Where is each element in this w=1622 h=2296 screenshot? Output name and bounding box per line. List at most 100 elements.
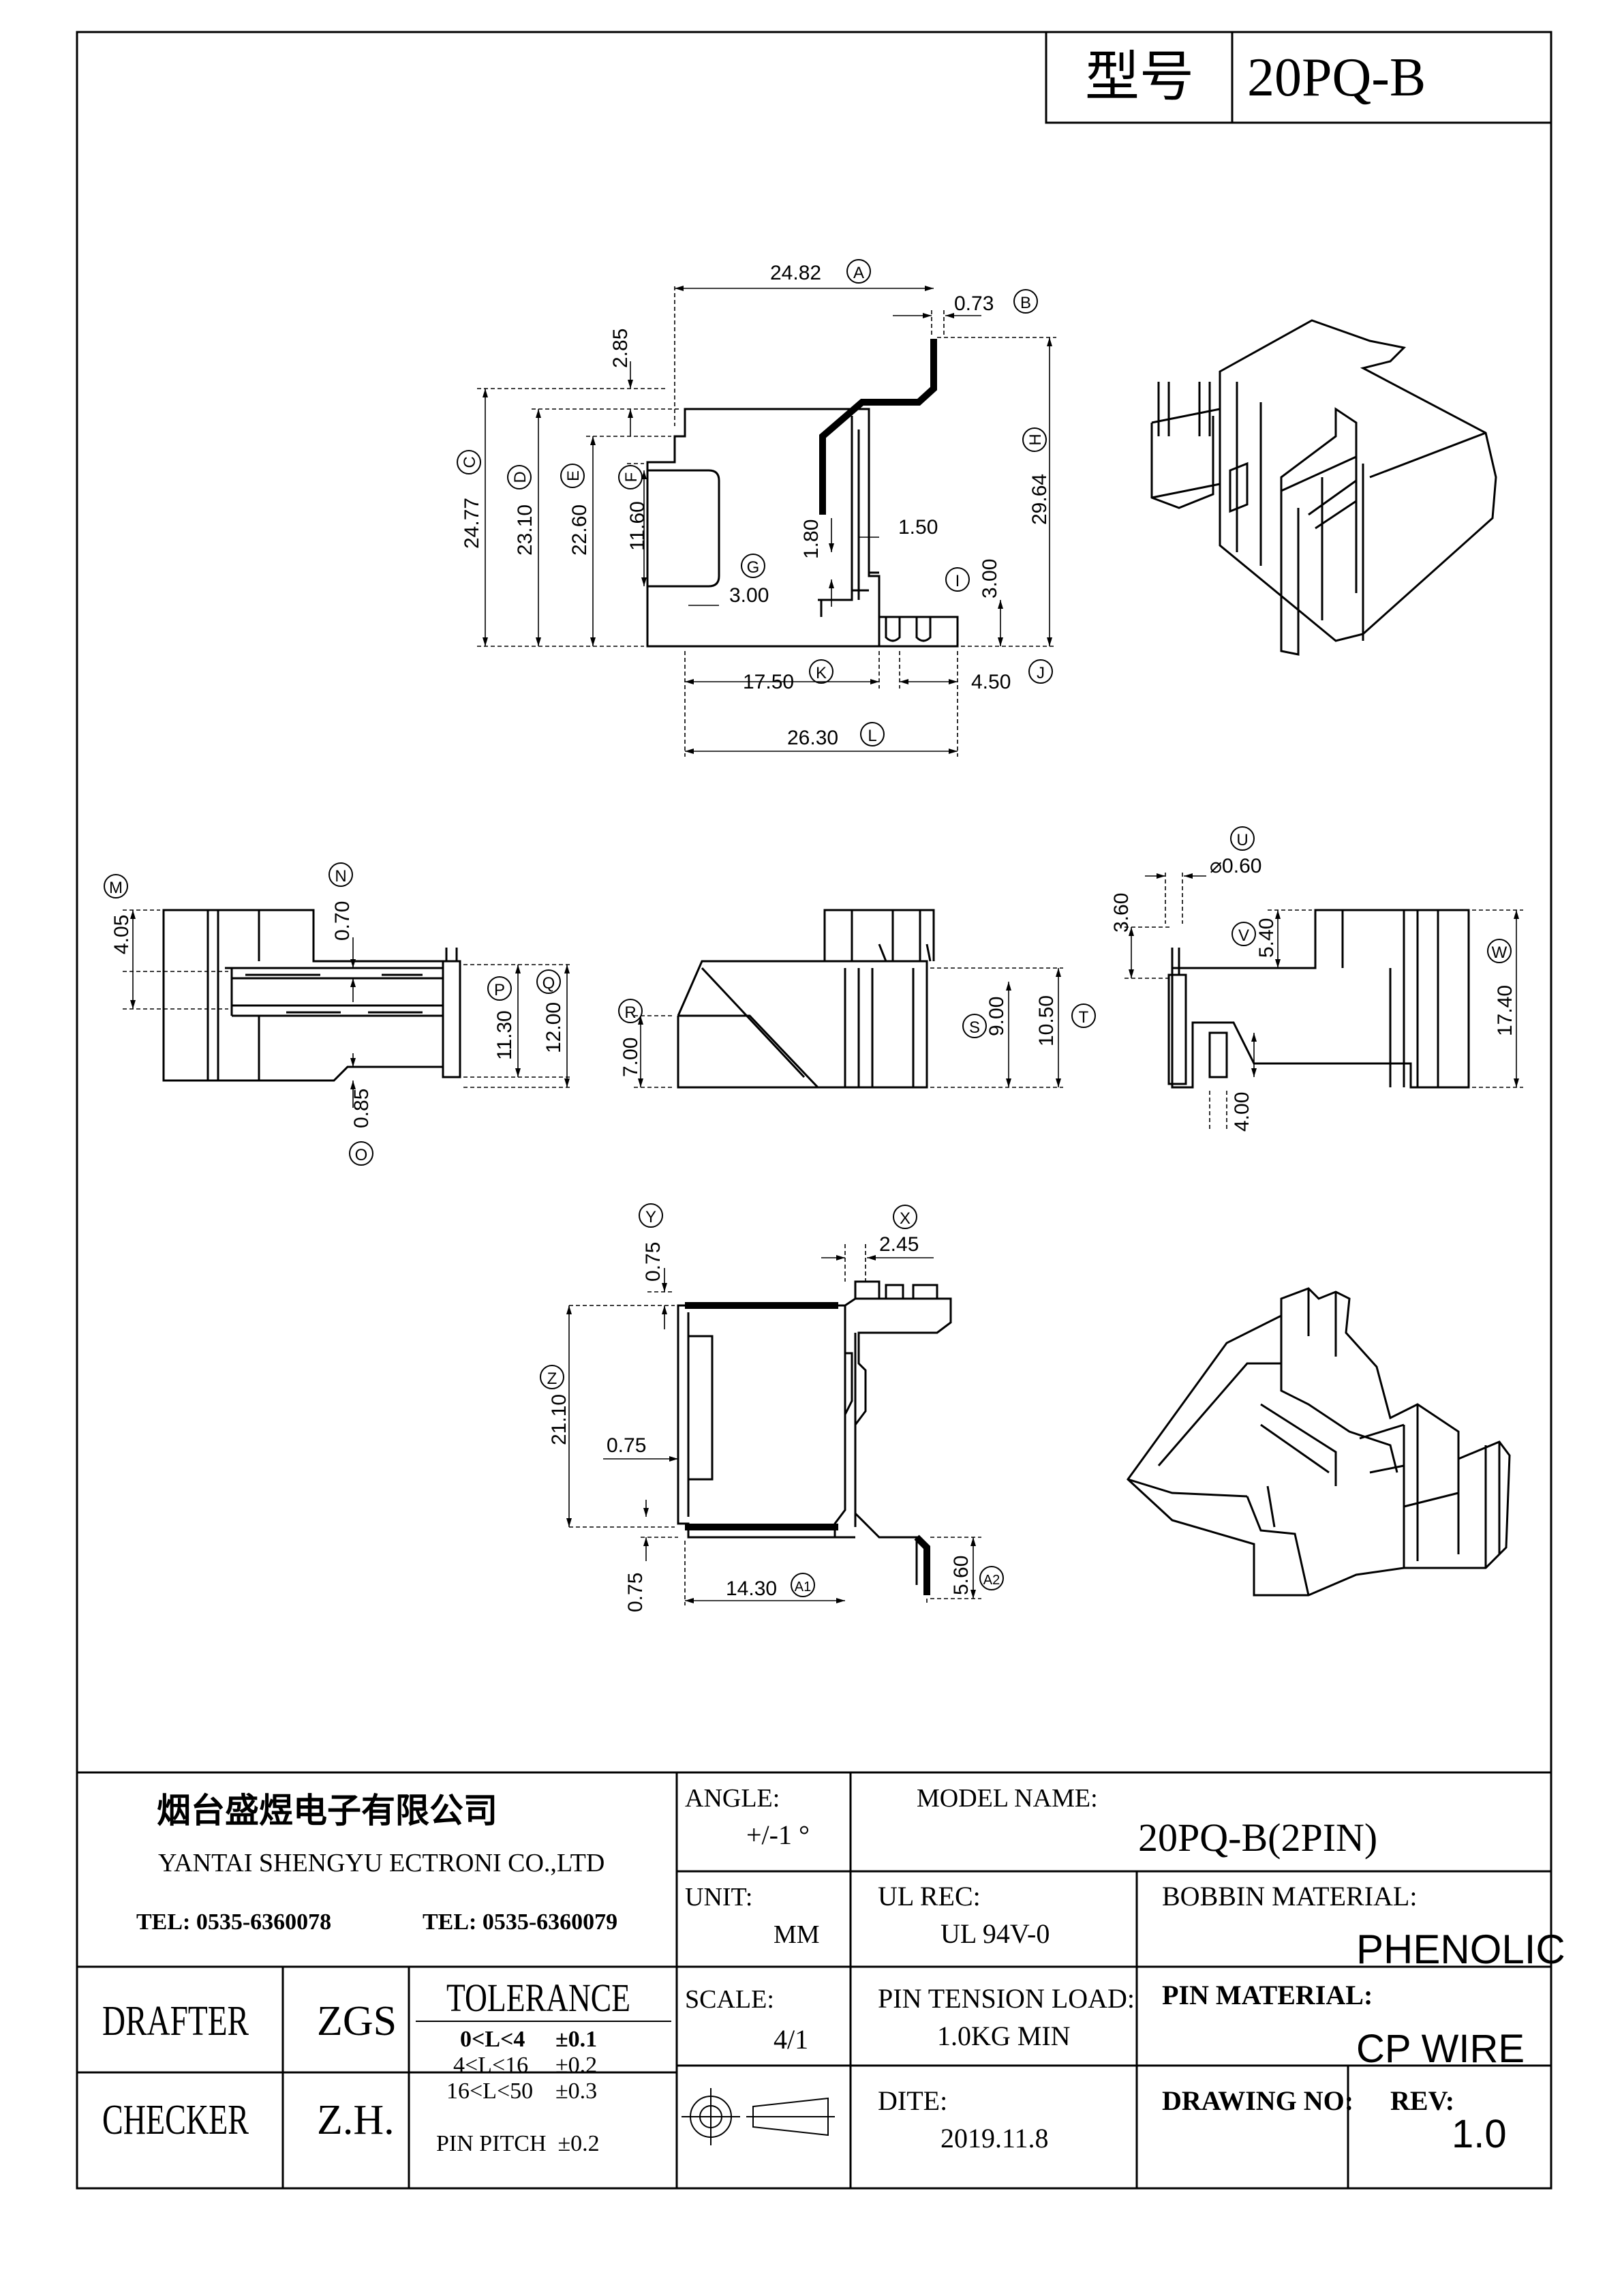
company-tel-2: TEL: 0535-6360079: [423, 1909, 617, 1935]
dim-Y-value: 0.75: [642, 1242, 664, 1282]
dim-A2-letter: A2: [983, 1573, 1000, 1588]
rev-value: 1.0: [1452, 2112, 1507, 2156]
dim-Q-value: 12.00: [542, 1002, 565, 1053]
dim-N-value: 0.70: [331, 901, 354, 941]
dim-F-value: 11.60: [626, 501, 649, 551]
dim-K-value: 17.50: [743, 671, 794, 693]
model-header-value: 20PQ-B: [1247, 48, 1426, 108]
front-view-right: 3.60 ⌀0.60 U 5.40 V 17.40 W 4.00: [1110, 826, 1523, 1132]
dim-X-value: 2.45: [879, 1233, 919, 1256]
company-tel-1: TEL: 0535-6360078: [136, 1909, 331, 1935]
drawing-no-label: DRAWING NO:: [1162, 2085, 1353, 2116]
dim-H-letter: H: [1026, 434, 1045, 445]
dim-A1-value: 14.30: [726, 1577, 777, 1600]
dim-F-letter: F: [622, 472, 641, 483]
front-view-center: 7.00 R 9.00 S 10.50 T: [618, 909, 1096, 1089]
dim-B-letter: B: [1020, 294, 1031, 312]
dim-H-value: 29.64: [1028, 474, 1051, 525]
isometric-view-top: [1150, 319, 1497, 656]
front-view-left: 4.05 M 0.70 N 0.85 O 11.30 P 12.00 Q: [104, 862, 572, 1166]
dim-L-letter: L: [868, 727, 876, 745]
dim-Q-letter: Q: [542, 974, 555, 993]
dim-P-letter: P: [494, 981, 505, 999]
pin-material-label: PIN MATERIAL:: [1162, 1980, 1373, 2010]
dim-I-letter: I: [955, 572, 960, 590]
dim-T-value: 10.50: [1035, 995, 1058, 1046]
unit-label: UNIT:: [685, 1883, 752, 1912]
date-value: 2019.11.8: [940, 2123, 1049, 2154]
dim-V-letter: V: [1238, 926, 1249, 945]
title-block: 烟台盛煜电子有限公司 YANTAI SHENGYU ECTRONI CO.,LT…: [76, 1771, 1565, 2190]
tolerance-value-2: ±0.3: [555, 2079, 597, 2104]
dim-L-value: 26.30: [787, 727, 838, 749]
dim-W-value: 17.40: [1494, 985, 1516, 1036]
dim-M-value: 4.05: [110, 915, 133, 954]
dim-A-value: 24.82: [770, 262, 821, 284]
dim-W-letter: W: [1492, 943, 1508, 962]
scale-label: SCALE:: [685, 1985, 774, 2014]
dim-N-letter: N: [335, 867, 346, 886]
dim-Z-value: 21.10: [548, 1394, 570, 1445]
dim-360-value: 3.60: [1110, 893, 1133, 933]
rev-label: REV:: [1390, 2085, 1454, 2116]
dim-R-value: 7.00: [619, 1038, 642, 1077]
angle-label: ANGLE:: [685, 1784, 780, 1813]
tolerance-range-2: 16<L<50: [446, 2079, 533, 2104]
drafter-label: DRAFTER: [102, 1998, 249, 2044]
dim-C-value: 24.77: [461, 498, 483, 549]
company-name-en: YANTAI SHENGYU ECTRONI CO.,LTD: [158, 1849, 605, 1877]
dim-J-letter: J: [1037, 664, 1045, 682]
bobbin-material-value: PHENOLIC: [1356, 1927, 1565, 1972]
pin-tension-label: PIN TENSION LOAD:: [878, 1983, 1135, 2014]
drafter-value: ZGS: [317, 1998, 397, 2044]
dim-M-letter: M: [109, 879, 123, 897]
dim-I-value: 3.00: [979, 559, 1001, 599]
dim-180-value: 1.80: [800, 519, 823, 559]
ul-label: UL REC:: [878, 1881, 981, 1912]
pin-pitch: PIN PITCH ±0.2: [436, 2131, 600, 2156]
dim-S-letter: S: [969, 1018, 980, 1037]
dim-U-letter: U: [1236, 831, 1248, 849]
bottom-plan-view: 21.10 Z 0.75 Y 2.45 X 0.75 0.75 14.30 A1…: [540, 1203, 1004, 1612]
dim-A1-letter: A1: [795, 1580, 811, 1595]
tolerance-value-0: ±0.1: [555, 2027, 597, 2052]
checker-label: CHECKER: [102, 2097, 249, 2143]
dim-A-letter: A: [853, 264, 864, 282]
dim-X-letter: X: [900, 1209, 911, 1228]
pin-tension-value: 1.0KG MIN: [937, 2021, 1071, 2051]
tolerance-range-1: 4<L<16: [453, 2053, 528, 2078]
dim-K-letter: K: [816, 664, 827, 682]
dim-D-letter: D: [511, 471, 530, 483]
model-name-label: MODEL NAME:: [917, 1784, 1098, 1813]
dim-R-letter: R: [624, 1003, 636, 1022]
dim-D-value: 23.10: [514, 504, 536, 556]
dim-G-value: 3.00: [729, 584, 769, 607]
dim-P-value: 11.30: [493, 1010, 516, 1060]
dim-T-letter: T: [1079, 1008, 1089, 1027]
projection-symbol-icon: [682, 2088, 835, 2145]
pin-material-value: CP WIRE: [1356, 2027, 1525, 2071]
tolerance-title: TOLERANCE: [446, 1976, 630, 2020]
checker-value: Z.H.: [317, 2097, 395, 2143]
model-header: 型号 20PQ-B: [1045, 31, 1552, 124]
dim-400-value: 4.00: [1231, 1092, 1253, 1132]
dim-B-value: 0.73: [954, 292, 994, 315]
isometric-view-bottom: [1127, 1287, 1511, 1597]
dim-Z-letter: Z: [547, 1370, 557, 1388]
dim-285-value: 2.85: [609, 329, 632, 368]
dim-O-value: 0.85: [350, 1089, 373, 1128]
dim-V-value: 5.40: [1255, 918, 1278, 958]
company-name-cn: 烟台盛煜电子有限公司: [157, 1792, 498, 1830]
tolerance-range-0: 0<L<4: [460, 2027, 525, 2052]
dim-075b-value: 0.75: [624, 1573, 647, 1612]
bobbin-material-label: BOBBIN MATERIAL:: [1162, 1881, 1417, 1912]
dim-O-letter: O: [355, 1146, 368, 1164]
scale-value: 4/1: [774, 2024, 808, 2055]
angle-value: +/-1 °: [746, 1819, 810, 1850]
dim-C-letter: C: [461, 456, 479, 468]
dim-075a-value: 0.75: [607, 1434, 646, 1457]
dim-J-value: 4.50: [971, 671, 1011, 693]
dim-G-letter: G: [747, 558, 760, 577]
dim-A2-value: 5.60: [950, 1556, 973, 1595]
